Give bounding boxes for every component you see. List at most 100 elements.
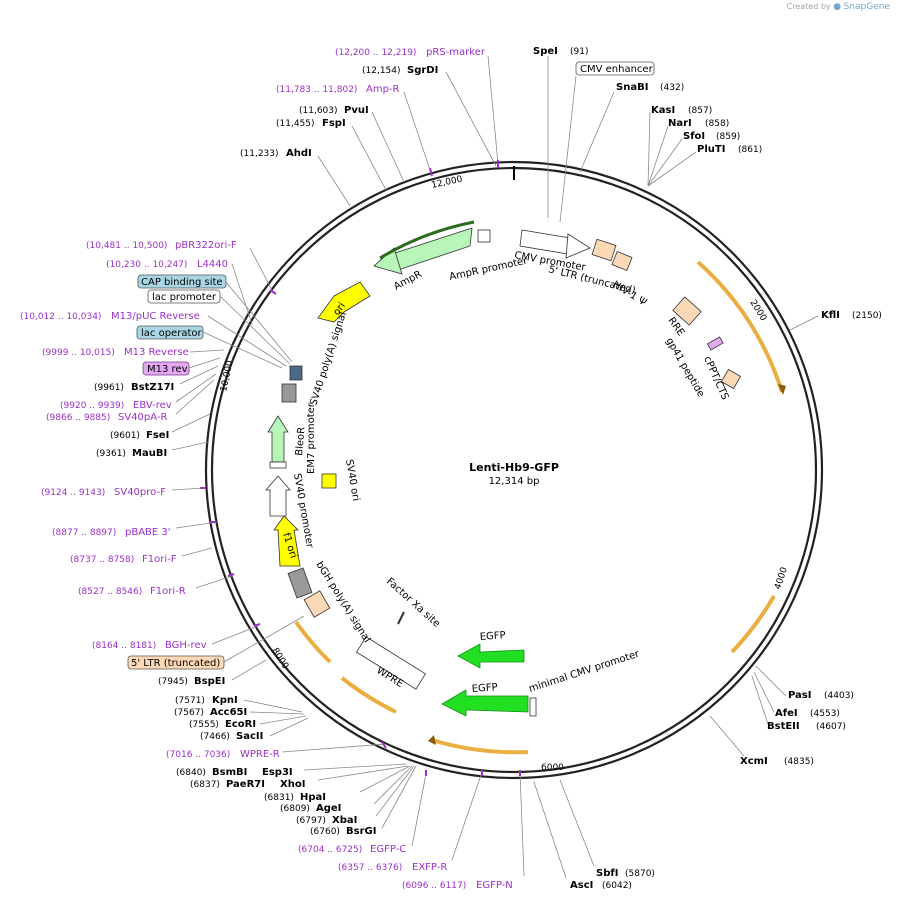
- feature-arrow-orange-3[interactable]: [431, 738, 529, 755]
- boxed-label-text: lac operator: [141, 328, 202, 339]
- feature-label: Factor Xa site: [384, 576, 442, 630]
- enzyme-pos: (6831): [264, 793, 294, 803]
- primer-range: (9124 .. 9143): [41, 488, 105, 498]
- enzyme-label: Esp3I: [262, 767, 293, 778]
- leader-line: [359, 765, 411, 793]
- feature-arrow-orange-4[interactable]: [340, 676, 397, 714]
- leader-line: [231, 659, 267, 681]
- primer-range: (9866 .. 9885): [46, 413, 110, 423]
- enzyme-label: AscI: [570, 880, 593, 891]
- enzyme-label: SgrDI: [407, 65, 438, 76]
- arrowhead: [428, 735, 436, 745]
- tick-label: 8000: [269, 646, 290, 671]
- leader-line: [171, 441, 209, 451]
- enzyme-pos: (91): [570, 47, 588, 57]
- enzyme-label: Acc65I: [210, 707, 247, 718]
- enzyme-label: BstEII: [767, 721, 800, 732]
- feature-hiv1-psi[interactable]: [611, 250, 633, 272]
- feature-5ltr[interactable]: [591, 238, 617, 262]
- feature-minimal-cmv[interactable]: [529, 697, 537, 717]
- primer-label: pBABE 3': [125, 527, 171, 538]
- tick-label: 12,000: [431, 175, 464, 191]
- feature-small-marks[interactable]: [289, 365, 303, 381]
- enzyme-pos: (4607): [816, 722, 846, 732]
- enzyme-label: SacII: [236, 731, 263, 742]
- enzyme-label: SbfI: [596, 868, 618, 879]
- leader-line: [451, 771, 483, 861]
- primer-range: (6704 .. 6725): [298, 845, 362, 855]
- feature-label: EGFP: [471, 682, 498, 695]
- enzyme-label: SnaBI: [616, 82, 648, 93]
- leader-line: [171, 487, 205, 491]
- feature-cmv-promoter[interactable]: [519, 229, 571, 255]
- feature-arrow-orange-5[interactable]: [294, 620, 332, 664]
- boxed-label-cap-binding-site[interactable]: CAP binding site: [137, 274, 227, 289]
- enzyme-label: XcmI: [740, 756, 768, 767]
- feature-arrow-orange-2[interactable]: [730, 595, 776, 654]
- feature-sv40-promoter[interactable]: [265, 475, 291, 517]
- enzyme-pos: (12,154): [362, 66, 401, 76]
- primer-label: SV40pro-F: [114, 487, 166, 498]
- primer-label: F1ori-R: [150, 586, 186, 597]
- enzyme-pos: (9601): [110, 431, 140, 441]
- leader-line: [249, 247, 273, 291]
- feature-label: EGFP: [479, 630, 506, 643]
- enzyme-pos: (6840): [176, 768, 206, 778]
- enzyme-pos: (859): [716, 132, 740, 142]
- feature-cppt[interactable]: [720, 368, 742, 390]
- leader-line: [647, 138, 683, 187]
- feature-bgh-polya[interactable]: [287, 567, 313, 599]
- primer-label: EGFP-N: [476, 880, 513, 891]
- feature-factor-xa[interactable]: [397, 611, 405, 625]
- feature-rre[interactable]: [672, 296, 702, 326]
- enzyme-pos: (7945): [158, 677, 188, 687]
- boxed-label-5ltr[interactable]: 5' LTR (truncated): [127, 655, 225, 670]
- leader-line: [249, 711, 305, 715]
- tick-label: 4000: [773, 566, 790, 591]
- tick-label: 6000: [541, 763, 564, 773]
- feature-ltr-bottom[interactable]: [303, 590, 331, 618]
- feature-wpre[interactable]: [355, 636, 427, 690]
- primer-range: (11,783 .. 11,802): [276, 85, 357, 95]
- primer-label: L4440: [197, 259, 228, 270]
- feature-ampr-promoter[interactable]: [477, 229, 491, 243]
- boxed-label-m13-rev[interactable]: M13 rev: [142, 361, 190, 376]
- primer-mark: [269, 289, 277, 295]
- enzyme-label: MauBI: [132, 448, 167, 459]
- enzyme-label: PasI: [788, 690, 811, 701]
- feature-em7[interactable]: [269, 461, 287, 469]
- feature-bleor[interactable]: [267, 415, 289, 463]
- primer-range: (8877 .. 8897): [52, 528, 116, 538]
- enzyme-pos: (9361): [96, 449, 126, 459]
- primer-label: EGFP-C: [370, 844, 406, 855]
- feature-egfp-2[interactable]: [441, 689, 529, 717]
- feature-arrow-orange-1[interactable]: [696, 260, 784, 393]
- primer-range: (7016 .. 7036): [166, 750, 230, 760]
- snapgene-credit: Created by ● SnapGene: [787, 2, 890, 12]
- enzyme-label: FspI: [322, 118, 346, 129]
- primer-mark: [253, 623, 261, 627]
- boxed-label-cmv-enhancer[interactable]: CMV enhancer: [575, 61, 655, 76]
- feature-sv40-ori[interactable]: [321, 473, 337, 489]
- enzyme-label: KflI: [821, 310, 840, 321]
- leader-line: [533, 781, 567, 879]
- boxed-label-lac-operator[interactable]: lac operator: [136, 325, 204, 340]
- feature-ori[interactable]: [317, 281, 371, 323]
- enzyme-label: BstZ17I: [131, 382, 174, 393]
- boxed-label-lac-promoter[interactable]: lac promoter: [147, 289, 221, 304]
- primer-range: (6357 .. 6376): [338, 863, 402, 873]
- feature-f1-ori[interactable]: [273, 515, 301, 567]
- leader-line: [317, 155, 351, 207]
- leader-line: [202, 331, 283, 369]
- feature-egfp-1[interactable]: [457, 643, 525, 669]
- feature-gp41[interactable]: [706, 336, 724, 351]
- primer-label: EBV-rev: [133, 400, 172, 411]
- primer-range: (12,200 .. 12,219): [335, 48, 416, 58]
- primer-label: BGH-rev: [165, 640, 207, 651]
- enzyme-pos: (6809): [280, 804, 310, 814]
- enzyme-label: SfoI: [683, 131, 705, 142]
- leader-line: [231, 263, 253, 325]
- snapgene-logo: ●: [833, 2, 842, 12]
- feature-sv40-polya[interactable]: [281, 383, 297, 403]
- feature-ampr-top: [379, 220, 475, 260]
